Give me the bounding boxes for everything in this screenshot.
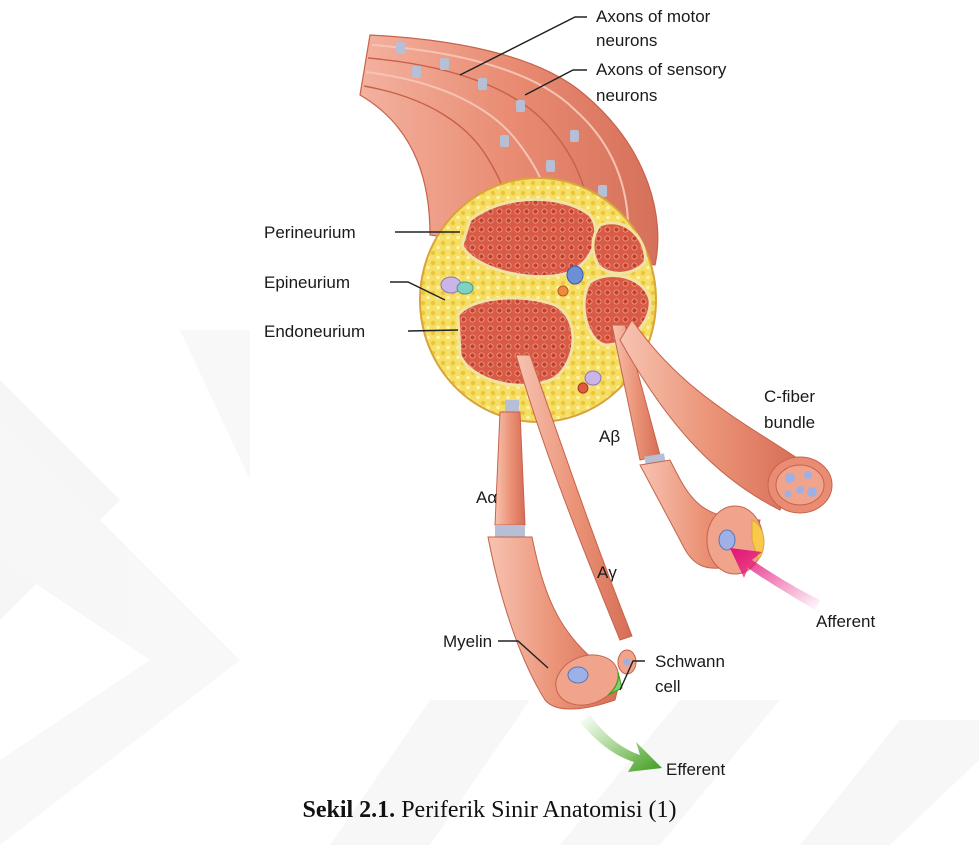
afferent-arrow	[730, 548, 820, 610]
label-perineurium: Perineurium	[264, 223, 356, 242]
fascicle-left	[458, 298, 573, 385]
label-myelin: Myelin	[443, 632, 492, 651]
label-epineurium: Epineurium	[264, 273, 350, 292]
label-a-gamma: Aγ	[597, 563, 617, 582]
label-afferent: Afferent	[816, 612, 876, 631]
figure-caption: Sekil 2.1. Periferik Sinir Anatomisi (1)	[0, 797, 979, 824]
label-efferent: Efferent	[666, 760, 726, 779]
label-axons-sensory-line1: Axons of sensory	[596, 60, 727, 79]
label-axons-sensory-line2: neurons	[596, 86, 657, 105]
caption-number: Sekil 2.1.	[303, 797, 396, 823]
label-c-fiber-line1: C-fiber	[764, 387, 815, 406]
label-endoneurium: Endoneurium	[264, 322, 365, 341]
label-axons-motor-line1: Axons of motor	[596, 7, 711, 26]
caption-text: Periferik Sinir Anatomisi (1)	[395, 797, 676, 823]
label-c-fiber-line2: bundle	[764, 413, 815, 432]
label-a-alpha: Aα	[476, 488, 497, 507]
label-schwann-line2: cell	[655, 677, 681, 696]
label-schwann-line1: Schwann	[655, 652, 725, 671]
label-a-beta: Aβ	[599, 427, 620, 446]
label-axons-motor-line2: neurons	[596, 31, 657, 50]
